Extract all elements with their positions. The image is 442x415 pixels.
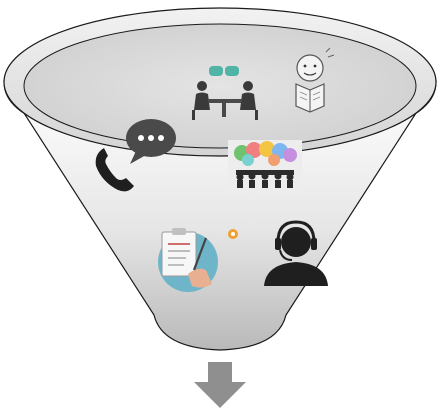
down-arrow-icon: [194, 362, 246, 408]
chat-bubble-icon: [126, 119, 176, 164]
meeting-icon: [192, 66, 258, 120]
funnel-rim-inner: [23, 23, 417, 149]
group-discussion-icon: [228, 140, 302, 192]
phone-icon: [95, 148, 134, 192]
orange-dot-icon: [228, 229, 238, 239]
checklist-icon: [158, 228, 218, 292]
reading-person-icon: [295, 47, 335, 113]
support-agent-icon: [264, 220, 328, 286]
